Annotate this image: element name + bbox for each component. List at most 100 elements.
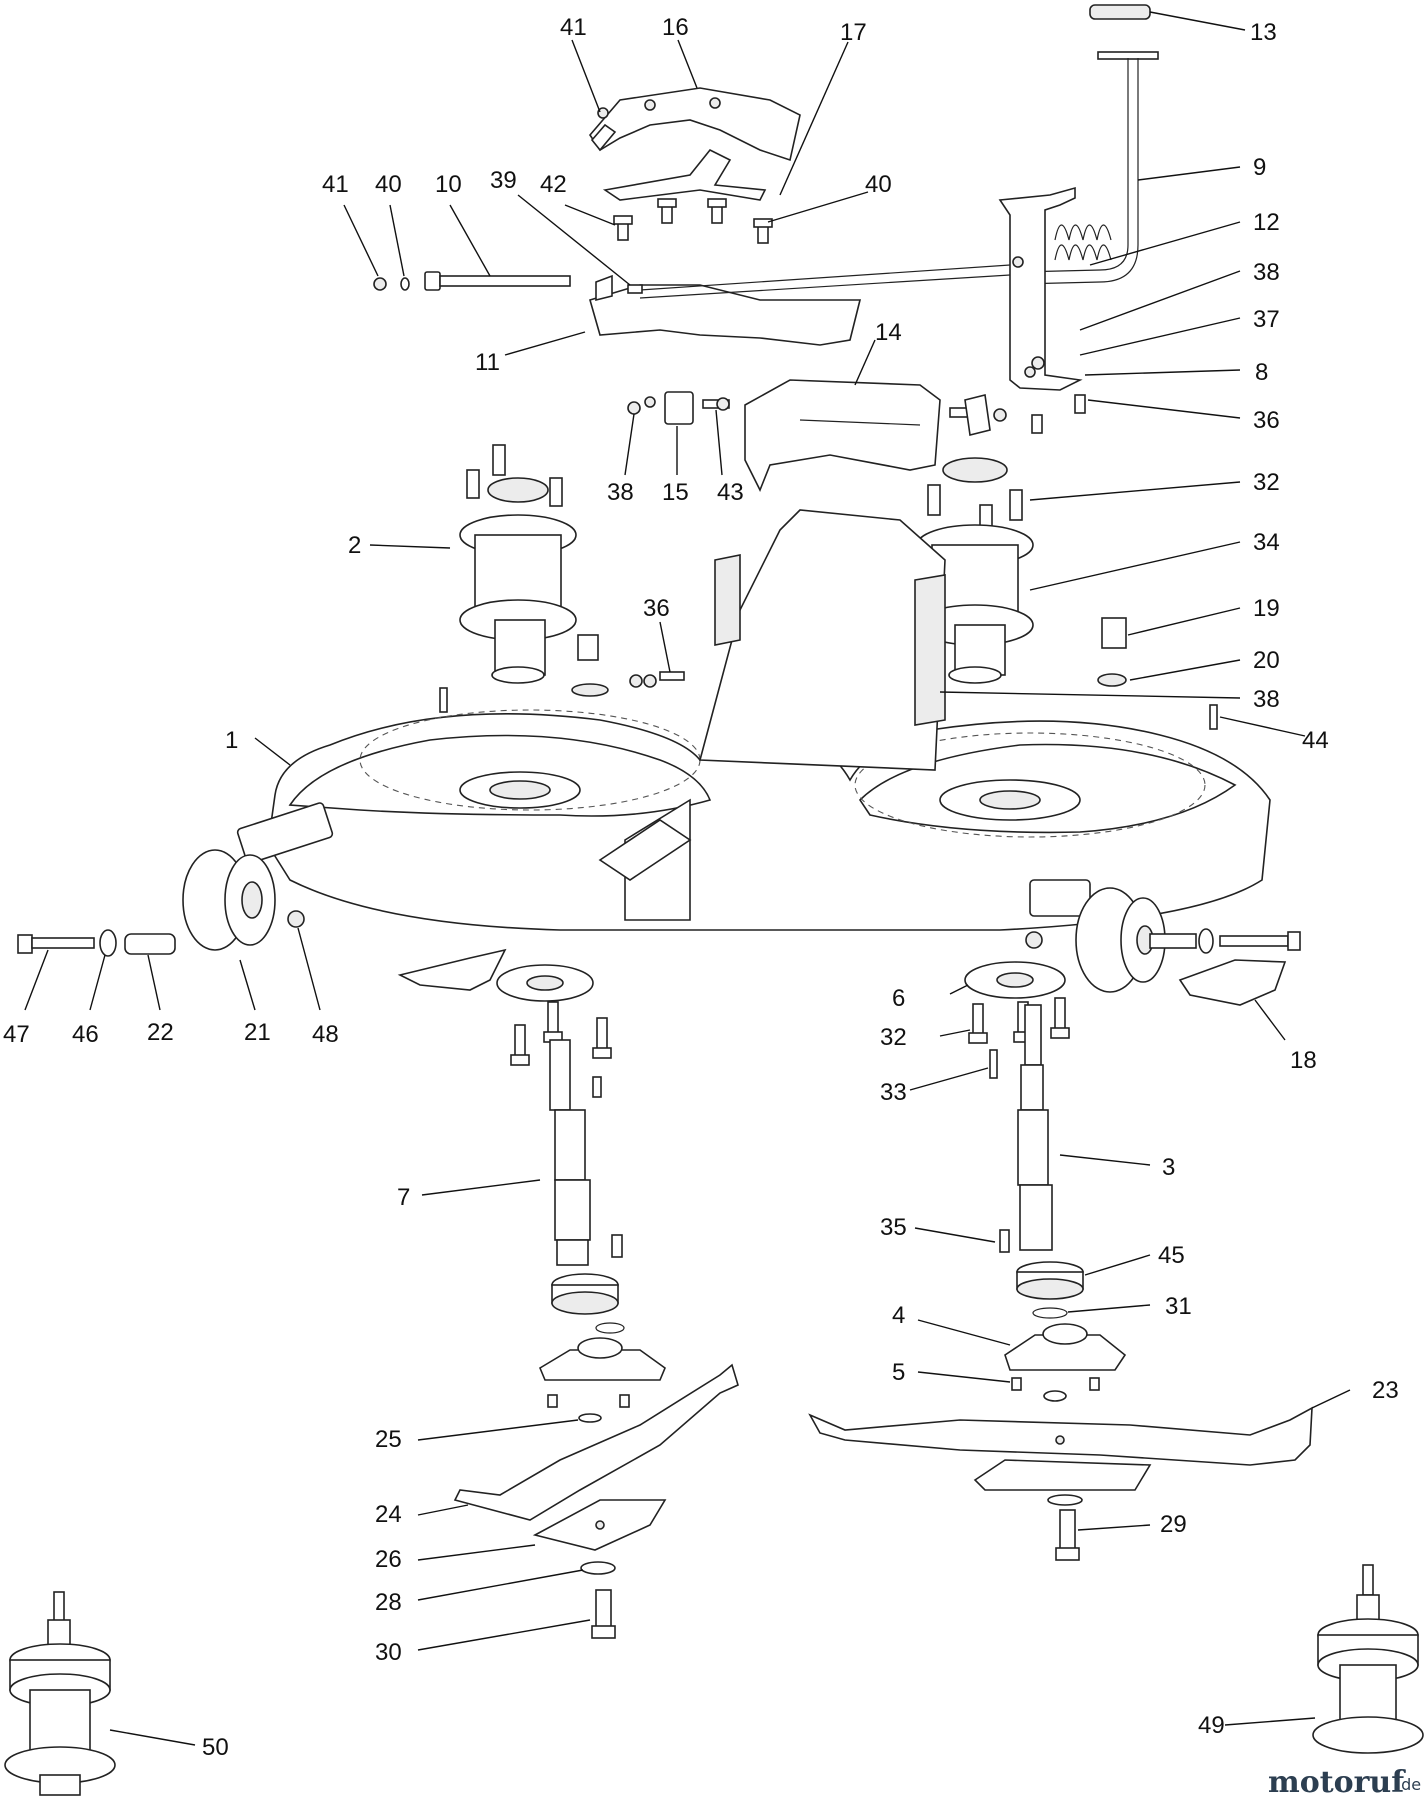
callout-40a: 40: [375, 171, 402, 198]
callout-24: 24: [375, 1501, 402, 1528]
part-wheel-right: [1025, 879, 1301, 993]
part-1-mower-deck: [267, 509, 1271, 931]
leader-34: [1029, 541, 1241, 591]
leader-4: [917, 1319, 1011, 1346]
callout-31: 31: [1165, 1293, 1192, 1320]
part-47-axle-bolt: [17, 934, 95, 954]
callout-42: 42: [540, 171, 567, 198]
callout-32a: 32: [1253, 469, 1280, 496]
part-2-spindle-left: [459, 444, 609, 697]
callout-19: 19: [1253, 595, 1280, 622]
leader-6: [949, 984, 969, 995]
callout-32b: 32: [880, 1024, 907, 1051]
leader-40b: [767, 191, 869, 223]
callout-34: 34: [1253, 529, 1280, 556]
part-19-grease-fitting: [1101, 617, 1127, 649]
callout-48: 48: [312, 1021, 339, 1048]
part-49-spindle-assembly: [1312, 1564, 1424, 1754]
part-42-bolt-b: [657, 198, 677, 224]
callout-38a: 38: [1253, 259, 1280, 286]
callout-21: 21: [244, 1019, 271, 1046]
part-26-blade-adapter: [532, 1499, 667, 1551]
part-7-shaft-left: [549, 1039, 623, 1266]
callout-36a: 36: [1253, 407, 1280, 434]
leader-45: [1084, 1254, 1151, 1276]
part-38-nut-a: [627, 396, 656, 415]
part-18-deflector-pad-right: [1178, 959, 1287, 1006]
part-hub-left: [538, 1337, 666, 1408]
callout-14: 14: [875, 319, 902, 346]
callout-29: 29: [1160, 1511, 1187, 1538]
callout-20: 20: [1253, 647, 1280, 674]
cross-rod: [639, 264, 1011, 299]
leader-29: [1077, 1524, 1151, 1531]
callout-2: 2: [348, 532, 361, 559]
callout-39: 39: [490, 167, 517, 194]
callout-49: 49: [1198, 1712, 1225, 1739]
callout-28: 28: [375, 1589, 402, 1616]
part-12-spring: [1054, 224, 1112, 261]
part-21-wheel-left: [182, 802, 334, 951]
callout-10: 10: [435, 171, 462, 198]
part-8-mounting-bracket: [998, 186, 1083, 391]
leader-7: [421, 1179, 541, 1196]
part-23-blade-right: [808, 1406, 1313, 1466]
part-22-spacer: [124, 933, 176, 955]
leader-37: [1079, 317, 1241, 356]
part-44-pin: [1209, 704, 1218, 730]
leader-38c: [939, 691, 1241, 699]
leader-32b: [939, 1029, 971, 1037]
part-33-key: [989, 1049, 998, 1079]
part-43-bolt: [702, 397, 730, 411]
leader-lines: [24, 11, 1351, 1746]
leader-40a: [389, 204, 405, 277]
callout-3: 3: [1162, 1154, 1175, 1181]
part-26-blade-adapter-right: [973, 1459, 1152, 1506]
callout-12: 12: [1253, 209, 1280, 236]
part-9-lever-rod: [1019, 51, 1159, 285]
leader-42: [564, 204, 616, 226]
leader-33: [909, 1067, 989, 1091]
callout-37: 37: [1253, 306, 1280, 333]
callout-16: 16: [662, 14, 689, 41]
callout-17: 17: [840, 19, 867, 46]
leader-22: [147, 954, 161, 1011]
callout-50: 50: [202, 1734, 229, 1761]
callout-47: 47: [3, 1021, 30, 1048]
leader-13: [1149, 11, 1246, 31]
callout-36b: 36: [643, 595, 670, 622]
callout-43: 43: [717, 479, 744, 506]
part-pin-left: [439, 687, 448, 713]
leader-25: [417, 1419, 579, 1441]
leader-38b: [624, 413, 635, 476]
leader-23: [1311, 1389, 1351, 1409]
part-40-washer-right: [753, 218, 773, 244]
leader-20: [1129, 659, 1241, 681]
callout-4: 4: [892, 1302, 905, 1329]
part-24-blade-left: [453, 1363, 739, 1521]
callout-9: 9: [1253, 154, 1266, 181]
part-15-clip: [664, 391, 694, 425]
part-25-washer: [578, 1413, 602, 1423]
leader-3: [1059, 1154, 1151, 1166]
part-17-bracket: [602, 148, 767, 201]
part-bolts-left: [510, 1001, 612, 1098]
callout-18: 18: [1290, 1047, 1317, 1074]
leader-31: [1067, 1304, 1151, 1313]
callout-7: 7: [397, 1184, 410, 1211]
callout-41a: 41: [560, 14, 587, 41]
part-36-bolt-top: [949, 394, 1086, 436]
callout-13: 13: [1250, 19, 1277, 46]
part-28-washer-left: [580, 1561, 616, 1575]
callout-8: 8: [1255, 359, 1268, 386]
part-4-hub-right: [1004, 1323, 1127, 1371]
part-40-washer-left: [400, 277, 410, 291]
leader-19: [1127, 607, 1241, 636]
leader-30: [417, 1619, 591, 1651]
part-bearing-left: [551, 1273, 625, 1334]
watermark-logo: motoruf .de: [1268, 1765, 1421, 1800]
watermark-suffix: .de: [1396, 1775, 1421, 1794]
leader-39: [517, 194, 631, 286]
callout-46: 46: [72, 1021, 99, 1048]
leader-1: [254, 737, 291, 766]
